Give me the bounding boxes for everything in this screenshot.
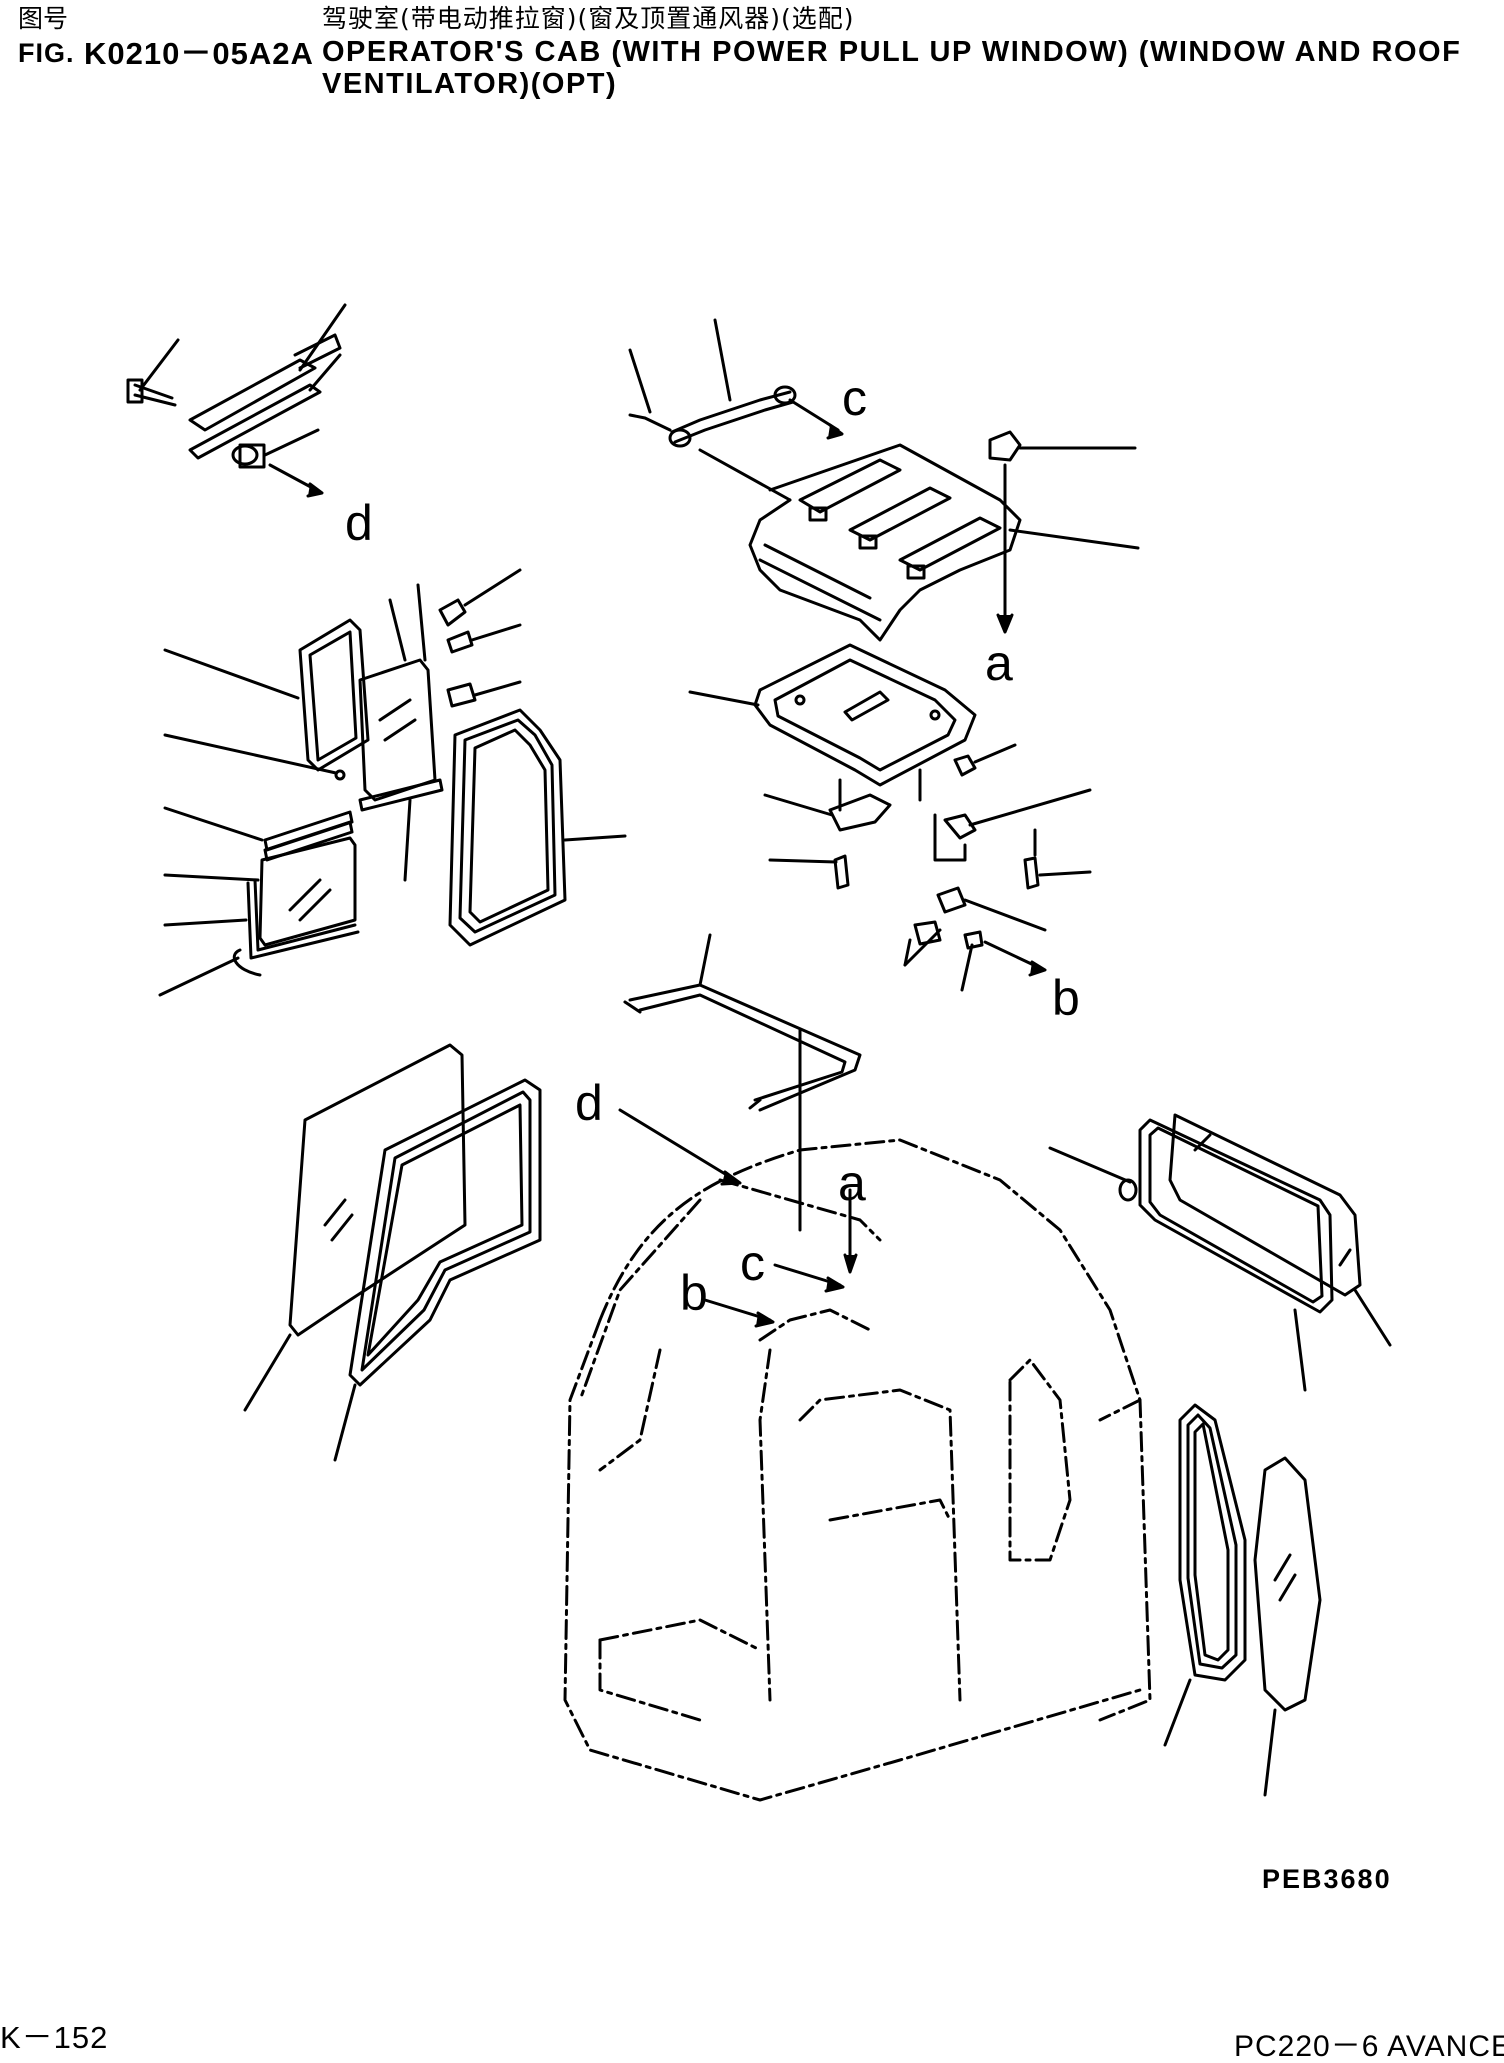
upper-hardware-parts (416, 568, 522, 708)
callout-a-lower: a (838, 1155, 866, 1211)
nut-part (988, 430, 1137, 462)
figure-code: K0210－05A2A (84, 36, 314, 71)
title-chinese: 驾驶室(带电动推拉窗)(窗及顶置通风器)(选配) (322, 4, 855, 33)
ventilator-frame-group (688, 643, 1092, 992)
right-rear-window-group (1048, 1113, 1392, 1392)
upper-trim-part (623, 933, 862, 1112)
channel-seal-part (163, 878, 360, 960)
callout-b-upper: b (1052, 970, 1080, 1026)
rail-strip-part (163, 778, 444, 882)
drawing-number: PEB3680 (1262, 1864, 1392, 1894)
gas-strut-part (628, 318, 844, 448)
roof-ventilator-group (628, 318, 1140, 642)
small-glass-part (163, 598, 437, 802)
left-large-glass-part (243, 1043, 467, 1412)
model-name: PC220－6 AVANCE (1234, 2030, 1504, 2063)
figure-label-en: FIG. (18, 38, 75, 68)
callout-c-upper: c (842, 370, 867, 426)
callout-c-lower: c (740, 1235, 765, 1291)
page-number: K－152 (0, 2020, 109, 2055)
figure-label-cn: 图号 (18, 4, 69, 33)
spacer-part (231, 428, 324, 498)
roof-vent-cover-part (698, 443, 1022, 642)
left-window-parts-group (158, 568, 627, 997)
left-large-seal-part (333, 1078, 542, 1462)
right-side-window-group (1163, 1403, 1322, 1797)
cab-body-outline (563, 1138, 1152, 1802)
clip-part (158, 948, 262, 997)
callout-a-upper: a (985, 635, 1013, 691)
small-window-seal-part (163, 618, 370, 772)
left-large-window-group (243, 1043, 542, 1462)
top-left-hardware-group (126, 303, 347, 498)
title-english-line-2: VENTILATOR)(OPT) (322, 68, 618, 100)
callout-d-upper: d (345, 495, 373, 551)
bracket-strip-part (188, 303, 347, 460)
callout-b-lower: b (680, 1265, 708, 1321)
callout-d-lower: d (575, 1075, 603, 1131)
lower-glass-part (163, 836, 357, 947)
title-english-line-1: OPERATOR'S CAB (WITH POWER PULL UP WINDO… (322, 36, 1462, 68)
bolt-part (126, 338, 180, 407)
tall-window-seal-part (448, 708, 627, 947)
